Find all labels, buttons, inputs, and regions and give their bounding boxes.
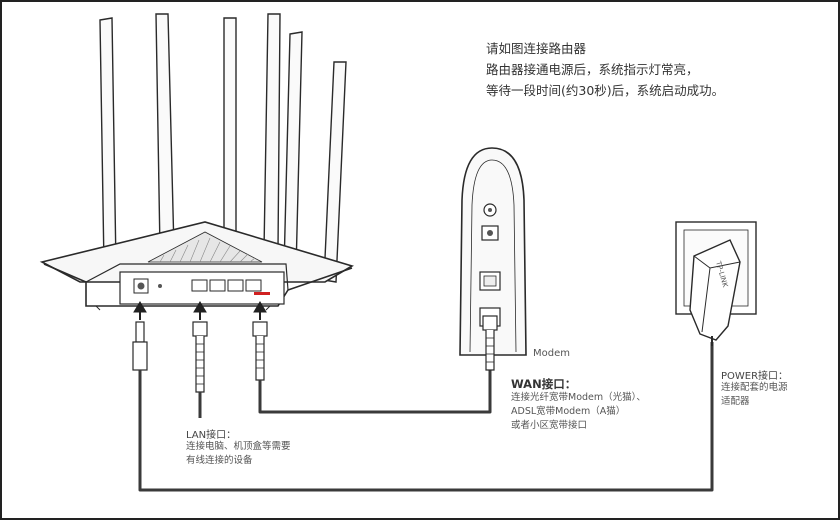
- modem-plug-head: [482, 315, 498, 331]
- power-description: 连接配套的电源 适配器: [721, 381, 788, 409]
- router-lan-port-4: [245, 279, 262, 292]
- wan-desc-1: 连接光纤宽带Modem（光猫）、: [511, 392, 646, 403]
- lan-plug-head: [192, 321, 208, 337]
- modem-body: [459, 147, 527, 356]
- instruction-line-3: 等待一段时间(约30秒)后，系统启动成功。: [486, 83, 725, 98]
- router-wan-port: [254, 292, 270, 295]
- power-cable: [138, 342, 714, 492]
- wan-title: WAN接口：: [511, 377, 577, 391]
- router-plugs: [132, 321, 268, 393]
- router: [39, 13, 354, 311]
- router-lan-port-3: [227, 279, 244, 292]
- modem: [459, 147, 527, 371]
- antenna-4: [263, 13, 281, 251]
- modem-plug-boot: [485, 330, 495, 371]
- power-desc-2: 适配器: [721, 396, 750, 407]
- adapter-body: [689, 239, 741, 341]
- instruction-line-1: 请如图连接路由器: [486, 41, 587, 56]
- instructions: 请如图连接路由器 路由器接通电源后，系统指示灯常亮， 等待一段时间(约30秒)后…: [486, 38, 724, 101]
- power-adapter: [675, 221, 757, 346]
- router-arrows: [133, 301, 267, 320]
- modem-inner-edge: [469, 159, 517, 353]
- instruction-line-2: 路由器接通电源后，系统指示灯常亮，: [486, 62, 699, 77]
- router-vent: [147, 231, 263, 263]
- router-lan-port-1: [191, 279, 208, 292]
- lan-desc-1: 连接电脑、机顶盒等需要: [186, 441, 291, 452]
- router-panel-edge: [85, 263, 289, 291]
- antenna-1: [99, 17, 117, 267]
- wan-plug-head: [252, 321, 268, 337]
- power-desc-1: 连接配套的电源: [721, 382, 788, 393]
- lan-title: LAN接口：: [186, 430, 237, 441]
- modem-label: Modem: [533, 348, 570, 359]
- wan-desc-3: 或者小区宽带接口: [511, 420, 588, 431]
- power-title: POWER接口：: [721, 371, 789, 382]
- lan-desc-2: 有线连接的设备: [186, 455, 253, 466]
- router-power-jack-hole: [137, 282, 145, 290]
- antenna-3: [223, 17, 237, 251]
- wan-description: 连接光纤宽带Modem（光猫）、 ADSL宽带Modem（A猫） 或者小区宽带接…: [511, 391, 646, 433]
- lan-description: 连接电脑、机顶盒等需要 有线连接的设备: [186, 440, 291, 468]
- antenna-2: [155, 13, 175, 251]
- antenna-6: [323, 61, 347, 283]
- router-vent-lines: [159, 237, 256, 263]
- wan-desc-2: ADSL宽带Modem（A猫）: [511, 406, 626, 417]
- cables: [138, 342, 714, 492]
- router-lan-port-2: [209, 279, 226, 292]
- router-front-edge: [43, 263, 353, 307]
- router-reset-hole: [158, 284, 162, 288]
- wan-cable: [258, 370, 492, 414]
- power-plug-body: [132, 341, 148, 371]
- power-plug-tip: [135, 321, 145, 343]
- antenna-5: [283, 31, 303, 271]
- wan-plug-boot: [255, 336, 265, 381]
